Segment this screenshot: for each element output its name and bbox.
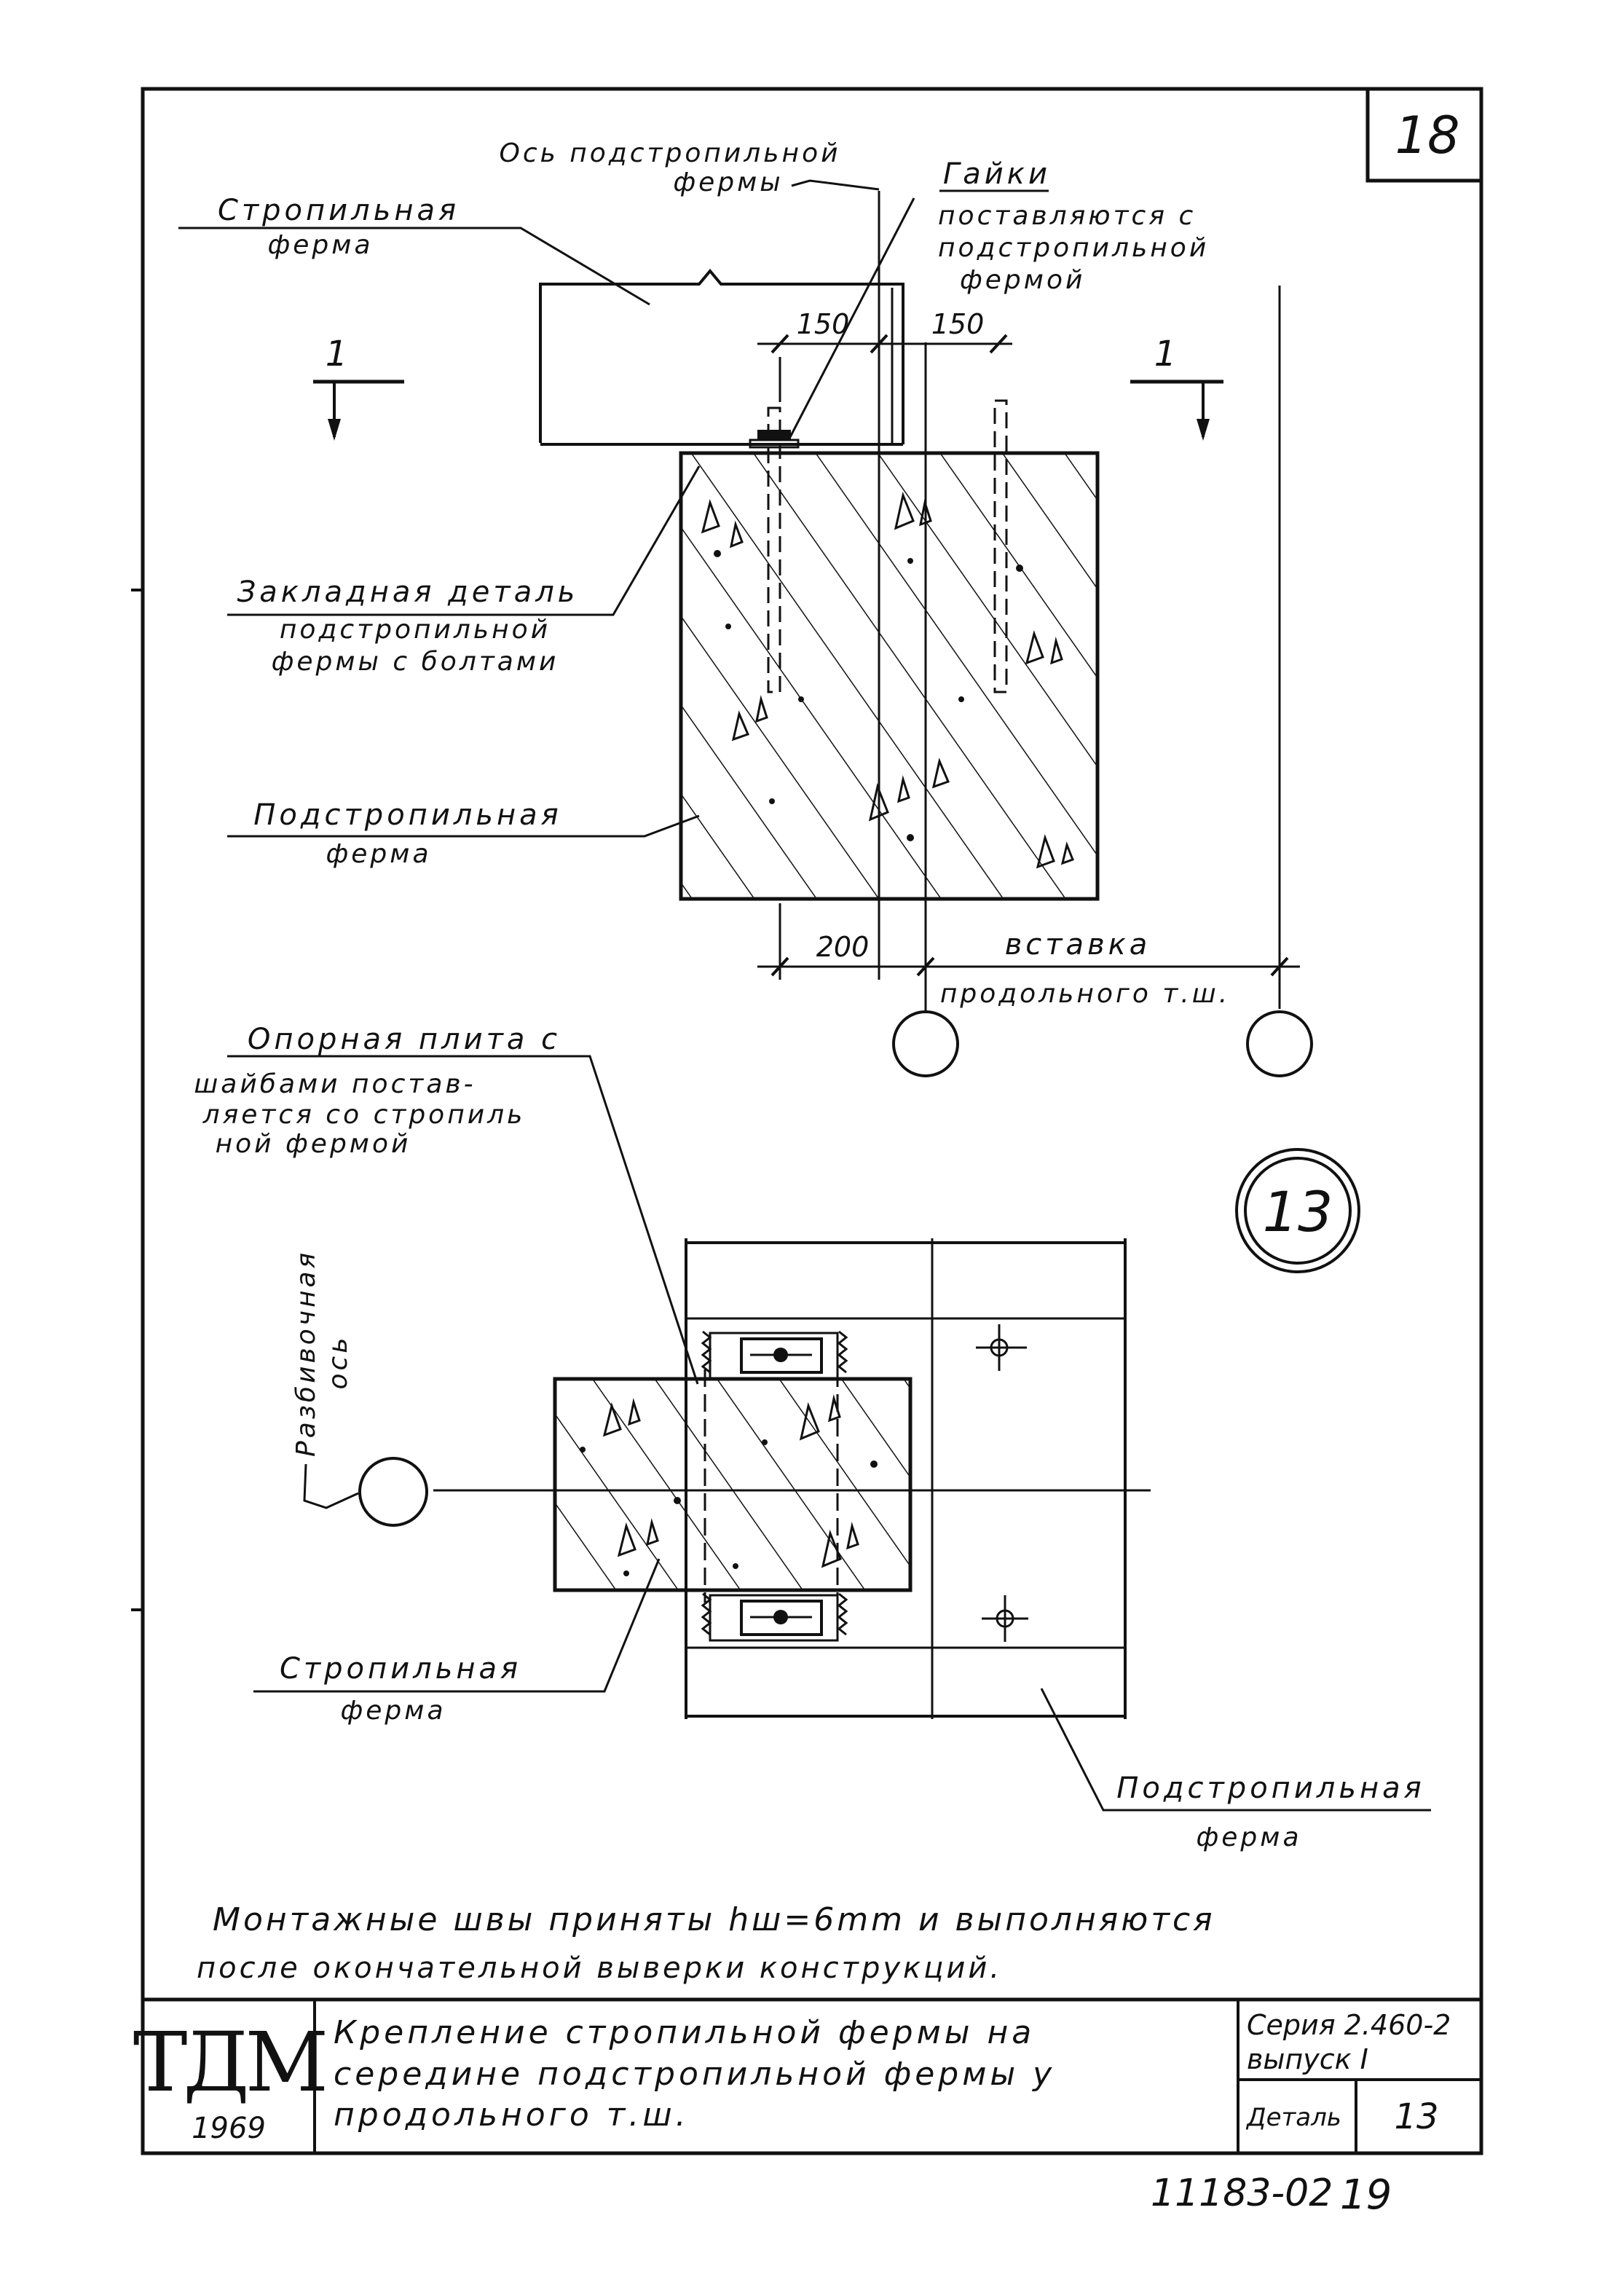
drawing-title-line-3: продольного т.ш. — [334, 2096, 690, 2134]
sub-truss-axis-label: Ось подстропильной — [499, 138, 840, 168]
dimension-label-150-left: 150 — [797, 308, 850, 340]
plan-view: Опорная плита с шайбами постав- ляется с… — [194, 1023, 1431, 1852]
insert-label: вставка — [1005, 928, 1151, 962]
note-line-1: Монтажные швы приняты hш=6mm и выполняют… — [213, 1901, 1215, 1938]
layout-axis-label-1: Разбивочная — [291, 1250, 321, 1457]
bearing-plate-label-3: ляется со стропиль — [202, 1100, 526, 1130]
layout-axis-bubble — [358, 1457, 428, 1527]
nuts-label-2: поставляются с — [938, 201, 1196, 231]
sub-truss-plan-label-2: ферма — [1197, 1823, 1302, 1852]
section-mark-right-number: 1 — [1154, 334, 1177, 374]
page-number-box: 18 — [1365, 89, 1481, 183]
detail-stamp: 13 — [1235, 1148, 1360, 1273]
tdm-logo: ТДМ — [133, 2016, 325, 2110]
sub-truss-label-2: ферма — [326, 839, 432, 869]
rafter-truss-plan — [553, 1369, 913, 1603]
detail-stamp-number: 13 — [1263, 1179, 1333, 1244]
detail-label: Деталь — [1245, 2103, 1341, 2132]
rafter-truss-label-2: ферма — [268, 230, 374, 260]
axis-bubble-left — [892, 1010, 959, 1077]
nuts-label-4: фермой — [960, 265, 1085, 295]
footer-code: 11183-02 — [1151, 2171, 1333, 2215]
dimension-label-200: 200 — [816, 931, 870, 963]
rafter-truss-plan-label: Стропильная — [280, 1652, 521, 1686]
note-line-2: после окончательной выверки конструкций. — [197, 1951, 1002, 1985]
bearing-plate-label-2: шайбами постав- — [194, 1069, 476, 1099]
layout-axis-label-2: ось — [323, 1334, 353, 1389]
dimension-label-150-right: 150 — [931, 308, 985, 340]
bearing-plate-label-4: ной фермой — [216, 1129, 411, 1159]
detail-number: 13 — [1394, 2096, 1438, 2137]
nuts-label: Гайки — [943, 157, 1051, 191]
insert-label-2: продольного т.ш. — [940, 979, 1230, 1009]
drawing-year: 1969 — [192, 2112, 266, 2145]
rafter-truss-label: Стропильная — [218, 194, 460, 227]
bearing-plate-bottom — [701, 1592, 848, 1642]
embedded-part-label: Закладная деталь — [237, 575, 579, 609]
dimension-150-150: 150 150 — [757, 308, 1012, 354]
bearing-plate-top — [701, 1330, 848, 1380]
section-mark-right: 1 — [1130, 334, 1223, 441]
section-mark-left: 1 — [313, 334, 404, 441]
sub-truss-block — [679, 451, 1100, 901]
title-block: ТДМ 1969 Крепление стропильной фермы на … — [133, 1997, 1481, 2153]
nuts-label-3: подстропильной — [938, 233, 1209, 263]
bolt-hole-bottom — [982, 1595, 1028, 1642]
layout-axis-label: Разбивочная ось — [291, 1250, 353, 1457]
embedded-part-label-3: фермы с болтами — [272, 647, 559, 677]
series-label: Серия 2.460-2 — [1247, 2009, 1451, 2041]
section-mark-left-number: 1 — [326, 334, 348, 374]
sub-truss-label: Подстропильная — [253, 798, 561, 832]
footer-page: 19 — [1340, 2171, 1392, 2219]
bolt-hole-top — [976, 1324, 1027, 1371]
axis-bubble-right — [1246, 1010, 1313, 1077]
page-number: 18 — [1395, 106, 1459, 165]
bearing-plate-label: Опорная плита с — [248, 1023, 561, 1056]
drawing-title-line-2: середине подстропильной фермы у — [334, 2056, 1055, 2093]
embedded-part-label-2: подстропильной — [280, 615, 551, 645]
rafter-truss-elevation — [539, 268, 904, 446]
footer: 11183-02 19 — [1151, 2171, 1392, 2219]
top-view: 150 150 200 вставка продольного т.ш. 1 1 — [178, 138, 1313, 1077]
dimension-200-insert: 200 вставка продольного т.ш. — [757, 903, 1300, 1009]
sub-truss-plan-label: Подстропильная — [1116, 1772, 1424, 1805]
sub-truss-axis-label-2: фермы — [673, 168, 783, 197]
sheet-frame — [131, 87, 1483, 2155]
issue-label: выпуск I — [1247, 2043, 1368, 2075]
rafter-truss-plan-label-2: ферма — [341, 1696, 446, 1726]
notes: Монтажные швы приняты hш=6mm и выполняют… — [197, 1901, 1215, 1985]
drawing-title-line-1: Крепление стропильной фермы на — [334, 2014, 1035, 2051]
bolt-right — [993, 399, 1008, 693]
bolt-left — [749, 406, 800, 693]
